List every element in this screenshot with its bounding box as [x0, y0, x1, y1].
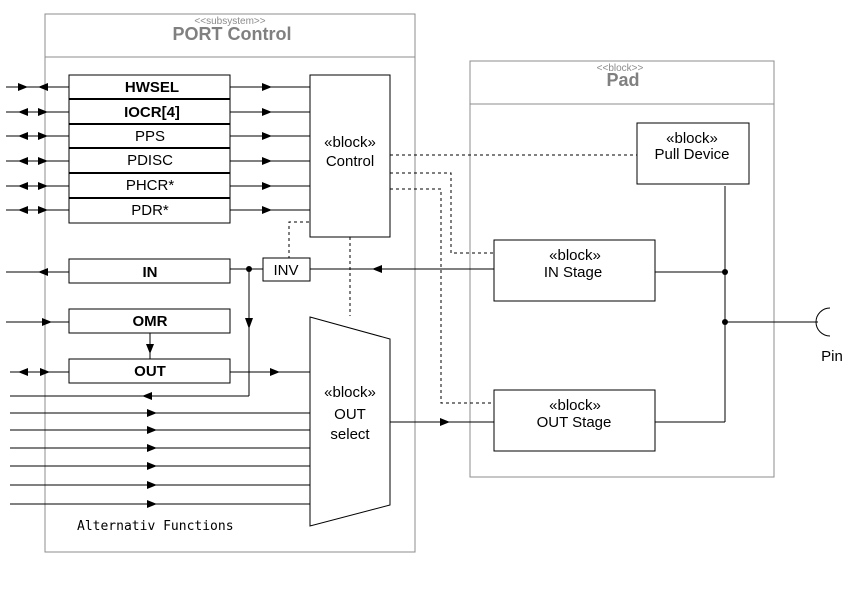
bus-wire-hwsel: [6, 83, 310, 91]
inv-block[interactable]: INV: [262, 257, 311, 282]
control-block-stereotype: «block»: [324, 134, 376, 151]
pin-port-icon[interactable]: [815, 307, 831, 337]
port-control-title: PORT Control: [173, 24, 292, 44]
omr-register-label: OMR: [133, 313, 168, 330]
out-select-block[interactable]: «block» OUT select: [309, 316, 391, 527]
out-register-frame: [68, 358, 231, 384]
bus-wire-pdisc: [6, 157, 310, 165]
register-pdr[interactable]: PDR*: [131, 202, 169, 219]
bus-wire-iocr: [6, 108, 310, 116]
out-stage-frame: [493, 389, 656, 452]
control-dashed-links: [288, 154, 637, 404]
in-register[interactable]: IN: [68, 258, 231, 284]
port-control-stereotype: <<subsystem>>: [194, 16, 265, 27]
in-wire: [6, 266, 263, 400]
register-iocr[interactable]: IOCR[4]: [124, 104, 180, 121]
in-register-label: IN: [143, 264, 158, 281]
pull-device-name: Pull Device: [654, 146, 729, 163]
register-pps[interactable]: PPS: [135, 128, 165, 145]
out-select-name-line2: select: [330, 426, 370, 443]
junction-dot: [722, 319, 728, 325]
pad-stereotype: <<block>>: [597, 63, 644, 74]
register-bus-wires: [6, 83, 310, 214]
register-hwsel[interactable]: HWSEL: [125, 79, 179, 96]
arrow-left-icon: [142, 392, 152, 400]
junction-dot: [722, 269, 728, 275]
control-block-name: Control: [326, 153, 374, 170]
register-phcr[interactable]: PHCR*: [126, 177, 175, 194]
arrow-left-icon: [38, 268, 48, 276]
register-stack: HWSEL IOCR[4] PPS PDISC PHCR* PDR*: [68, 74, 231, 224]
out-stage-stereotype: «block»: [549, 397, 601, 414]
pad-bus-wires: [655, 186, 818, 423]
arrow-right-icon: [440, 418, 450, 426]
arrow-down-icon: [245, 318, 253, 329]
in-stage-name: IN Stage: [544, 264, 602, 281]
pad-title: Pad: [606, 70, 639, 90]
in-stage-stereotype: «block»: [549, 247, 601, 264]
pull-device-stereotype: «block»: [666, 130, 718, 147]
omr-register-frame: [68, 308, 231, 334]
bus-wire-pdr: [6, 206, 310, 214]
bus-wire-pps: [6, 132, 310, 140]
pull-device-frame: [636, 122, 750, 185]
out-register-label: OUT: [134, 363, 166, 380]
arrow-left-icon: [372, 265, 382, 273]
out-wires: [10, 368, 310, 376]
alt-functions-label: Alternativ Functions: [77, 519, 234, 534]
in-register-frame: [68, 258, 231, 284]
arrow-down-icon: [146, 344, 154, 354]
out-stage-name: OUT Stage: [537, 414, 612, 431]
in-stage-block[interactable]: «block» IN Stage: [493, 239, 656, 302]
alt-function-wires: [10, 409, 310, 508]
out-register[interactable]: OUT: [68, 358, 231, 384]
bus-wire-phcr: [6, 182, 310, 190]
register-pdisc[interactable]: PDISC: [127, 152, 173, 169]
in-stage-frame: [493, 239, 656, 302]
out-select-frame: [309, 316, 391, 527]
control-block-frame: [309, 74, 391, 238]
pin-label: Pin: [821, 348, 843, 365]
out-select-stereotype: «block»: [324, 384, 376, 401]
out-stage-block[interactable]: «block» OUT Stage: [493, 389, 656, 452]
arrow-right-icon: [42, 318, 52, 326]
inv-label: INV: [273, 262, 298, 279]
control-block[interactable]: «block» Control: [309, 74, 391, 238]
arrow-right-icon: [270, 368, 280, 376]
omr-register[interactable]: OMR: [68, 308, 231, 334]
pull-device-block[interactable]: «block» Pull Device: [636, 122, 750, 185]
out-select-name-line1: OUT: [334, 406, 366, 423]
